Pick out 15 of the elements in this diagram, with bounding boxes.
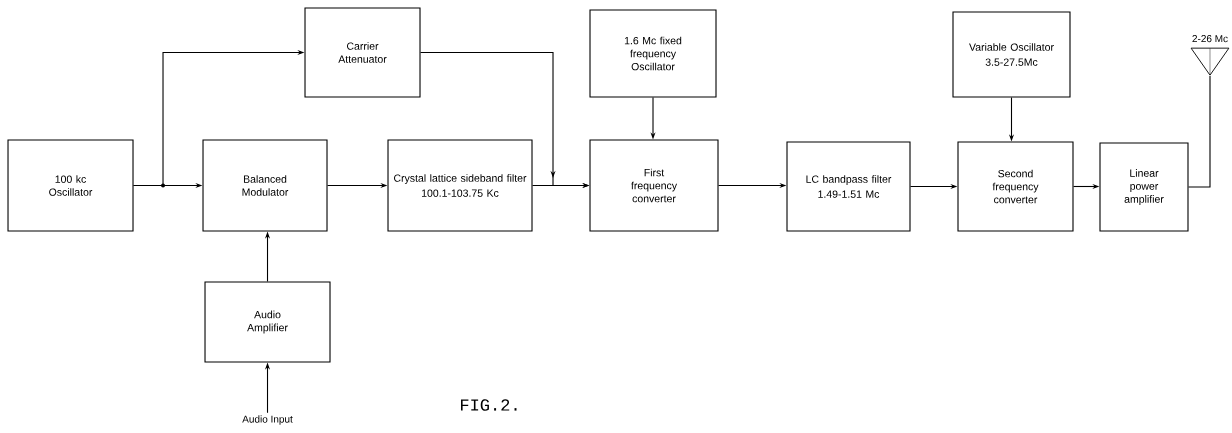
block-box: Balanced Modulator: [202, 139, 328, 232]
block-box: LC bandpass filter 1.49-1.51 Mc: [786, 141, 911, 232]
block-box: Carrier Attenuator: [304, 7, 421, 98]
figure-label: FIG.2.: [461, 399, 517, 411]
block-box: First frequency converter: [589, 139, 719, 232]
block-box: Crystal lattice sideband filter 100.1-103.75 Kc: [387, 139, 533, 232]
block-box: Linear power amplifier: [1099, 142, 1189, 232]
block-box: 100 kc Oscillator: [7, 139, 134, 232]
frequency-label: 2-26 Mc: [1192, 35, 1228, 43]
antenna-symbol: [1190, 47, 1230, 76]
input-label: Audio Input: [242, 415, 293, 425]
block-box: Second frequency converter: [957, 141, 1074, 232]
block-box: Audio Amplifier: [204, 281, 331, 363]
block-box: Variable Oscillator 3.5-27.5Mc: [952, 11, 1071, 98]
block-box: 1.6 Mc fixed frequency Oscillator: [589, 9, 717, 98]
